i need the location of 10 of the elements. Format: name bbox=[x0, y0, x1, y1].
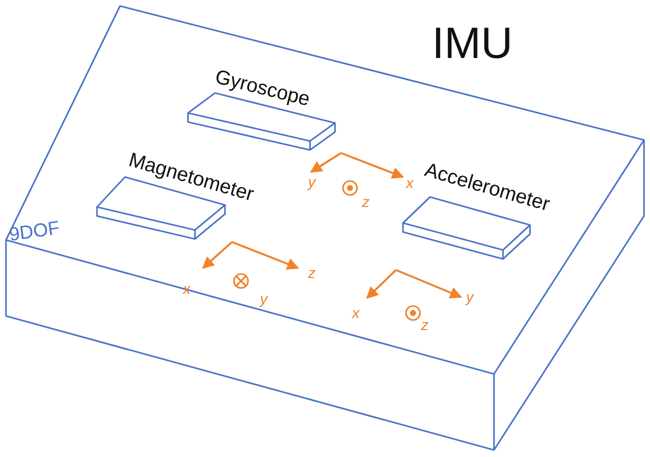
axis-label: z bbox=[308, 266, 316, 281]
axis-label: z bbox=[421, 318, 428, 333]
board-label: 9DOF bbox=[8, 218, 61, 245]
axis-label: y bbox=[466, 290, 474, 305]
diagram-title: IMU bbox=[432, 22, 513, 66]
axis-label: y bbox=[308, 175, 316, 190]
axis-label: x bbox=[406, 176, 414, 191]
axis-label: y bbox=[260, 292, 268, 307]
axis-label: x bbox=[352, 306, 360, 321]
axis-label: z bbox=[362, 195, 370, 210]
